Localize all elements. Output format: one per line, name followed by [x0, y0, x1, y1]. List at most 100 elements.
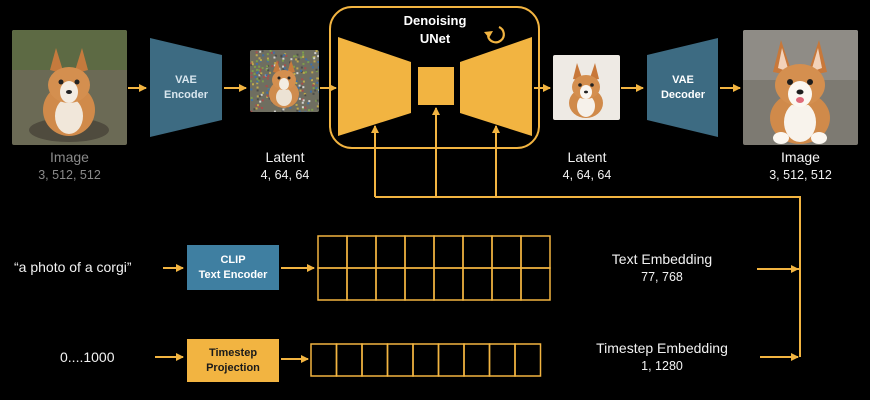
noise-speckle: [309, 77, 312, 80]
noise-speckle: [258, 65, 261, 68]
noise-speckle: [256, 77, 259, 80]
noise-speckle: [316, 81, 319, 84]
noise-speckle: [318, 89, 319, 92]
noise-speckle: [260, 72, 263, 75]
noise-speckle: [258, 74, 261, 77]
noise-speckle: [315, 68, 318, 71]
noise-speckle: [295, 82, 298, 85]
noise-speckle: [307, 61, 310, 64]
noise-speckle: [292, 65, 295, 68]
embedding-cell: [437, 343, 465, 377]
embedding-cell: [412, 343, 440, 377]
unet-title-line2: UNet: [419, 31, 451, 46]
noise-speckle: [281, 109, 284, 112]
noise-speckle: [269, 50, 272, 53]
vae-decoder-block: [647, 38, 718, 137]
noise-speckle: [257, 70, 260, 73]
output-image-title: Image: [781, 149, 820, 165]
latent-out-shape: 4, 64, 64: [562, 168, 612, 182]
noise-speckle: [256, 86, 259, 89]
noise-speckle: [304, 94, 307, 97]
noise-speckle: [310, 63, 313, 66]
noise-speckle: [255, 54, 258, 57]
noise-speckle: [299, 89, 302, 92]
noise-speckle: [301, 82, 304, 85]
noise-speckle: [267, 59, 270, 62]
noise-speckle: [259, 100, 262, 103]
noise-speckle: [256, 98, 259, 101]
vae-encoder-line1: VAE: [175, 74, 197, 86]
noise-speckle: [282, 68, 285, 71]
vae-encoder-label: VAE Encoder: [150, 73, 222, 103]
noise-speckle: [265, 68, 268, 71]
noise-speckle: [300, 69, 303, 72]
noise-speckle: [312, 92, 315, 95]
latent-out-label: Latent 4, 64, 64: [532, 149, 642, 182]
noise-speckle: [299, 86, 302, 89]
noise-speckle: [301, 106, 304, 109]
timestep-embedding-label: Timestep Embedding 1, 1280: [572, 340, 752, 373]
noise-speckle: [257, 79, 260, 82]
embedding-cell: [520, 235, 551, 269]
noise-speckle: [297, 58, 300, 61]
noise-speckle: [256, 71, 259, 74]
noise-speckle: [309, 90, 312, 93]
noise-speckle: [304, 106, 307, 109]
timestep-projection-label: Timestep Projection: [187, 346, 279, 376]
noise-speckle: [315, 86, 318, 89]
noise-speckle: [315, 99, 318, 102]
embedding-cell: [310, 343, 338, 377]
noise-speckle: [315, 50, 318, 53]
embedding-cell: [361, 343, 389, 377]
noise-speckle: [295, 80, 298, 83]
noise-speckle: [266, 77, 269, 80]
noise-speckle: [282, 57, 285, 60]
noise-speckle: [267, 88, 270, 91]
noise-speckle: [301, 101, 304, 104]
noise-speckle: [266, 57, 269, 60]
noise-speckle: [273, 110, 276, 112]
vae-decoder-line1: VAE: [672, 74, 694, 86]
noise-speckle: [266, 94, 269, 97]
noise-speckle: [296, 109, 299, 112]
embedding-cell: [491, 267, 522, 301]
noise-speckle: [317, 55, 319, 58]
noise-speckle: [256, 82, 259, 85]
noise-speckle: [317, 61, 319, 64]
clip-text-encoder-block: [187, 245, 279, 290]
noise-speckle: [304, 71, 307, 74]
noise-speckle: [313, 57, 316, 60]
noise-speckle: [250, 64, 253, 67]
latent-out-title: Latent: [567, 149, 607, 165]
noise-speckle: [260, 93, 263, 96]
noise-speckle: [266, 91, 269, 94]
noise-speckle: [250, 62, 253, 65]
noise-speckle: [259, 73, 262, 76]
noise-speckle: [300, 70, 303, 73]
noise-speckle: [261, 67, 264, 70]
noise-speckle: [301, 89, 304, 92]
noise-speckle: [289, 61, 292, 64]
noise-speckle: [266, 95, 269, 98]
noise-speckle: [313, 55, 316, 58]
noise-speckle: [276, 61, 279, 64]
noise-speckle: [302, 54, 305, 57]
noise-speckle: [312, 87, 315, 90]
noise-speckle: [269, 71, 272, 74]
embedding-cell: [433, 235, 464, 269]
noise-speckle: [305, 58, 308, 61]
noise-speckle: [253, 108, 256, 111]
noise-speckle: [265, 74, 268, 77]
noise-speckle: [253, 65, 256, 68]
noise-speckle: [307, 102, 310, 105]
noise-speckle: [258, 69, 261, 72]
input-image-thumbnail: [12, 30, 127, 145]
noise-speckle: [273, 64, 276, 67]
noise-speckle: [302, 62, 305, 65]
noise-speckle: [314, 52, 317, 55]
embedding-cell: [462, 267, 493, 301]
noise-speckle: [302, 99, 305, 102]
noise-speckle: [259, 50, 262, 53]
embedding-cell: [520, 267, 551, 301]
timestep-embedding-shape: 1, 1280: [641, 359, 683, 373]
